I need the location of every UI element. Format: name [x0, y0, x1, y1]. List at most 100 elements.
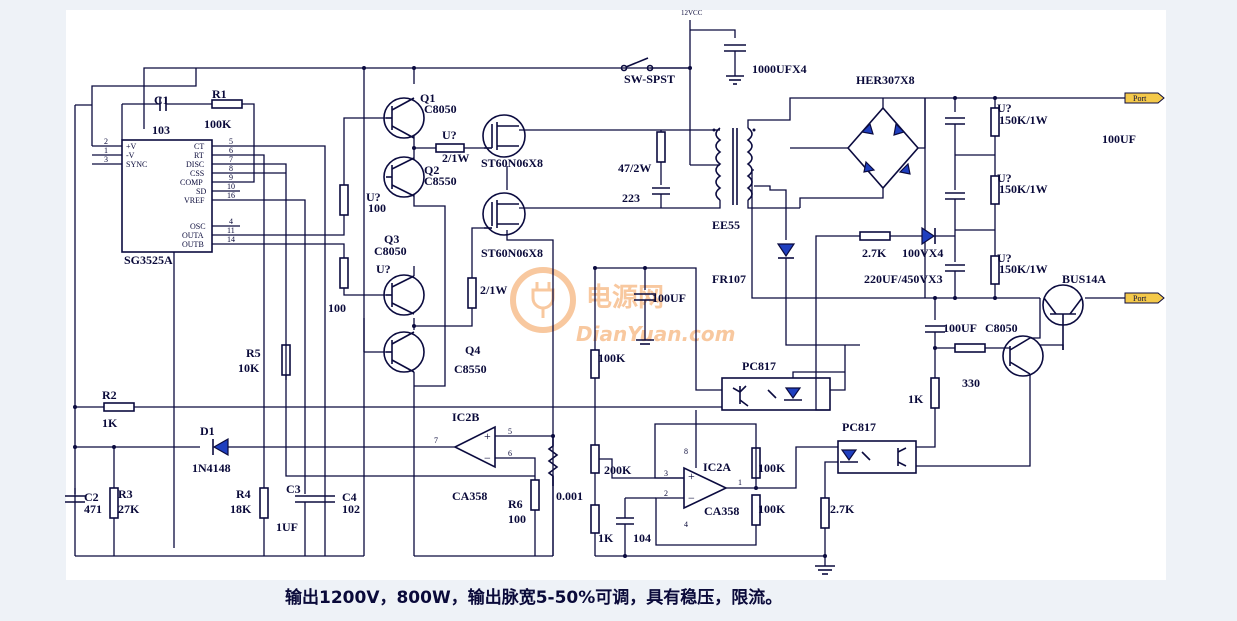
- optocoupler-pc817-bottom: [837, 440, 917, 474]
- label-ic2b-pin7: 7: [434, 436, 438, 445]
- label-uq-a: U?: [366, 190, 381, 204]
- ic1-pin-14: 14: [227, 235, 235, 244]
- label-ic2a-pin2: 2: [664, 489, 668, 498]
- label-cap-100uf-right: 100UF: [1102, 132, 1136, 146]
- label-port-bottom: Port: [1133, 294, 1147, 303]
- label-d1-part: 1N4148: [192, 461, 231, 475]
- ic1-pin-name-disc: DISC: [186, 160, 204, 169]
- label-r1: R1: [212, 87, 227, 101]
- transistor-q3: [383, 274, 425, 316]
- label-diode-fr107: FR107: [712, 272, 746, 286]
- svg-text:+: +: [484, 429, 491, 443]
- label-c4-value: 102: [342, 502, 360, 516]
- transistor-bus14a: [1042, 284, 1084, 350]
- ic1-right-pins: 5 6 7 8 9 10 16 4 11 14 CT RT DISC CSS C…: [180, 137, 240, 249]
- label-ic2a-pin4: 4: [684, 520, 688, 529]
- label-ic2b-pin6: 6: [508, 449, 512, 458]
- label-r-0001: 0.001: [556, 489, 583, 503]
- label-uq-r-value: 2/1W: [442, 151, 469, 165]
- label-ic2b-pin5: 5: [508, 427, 512, 436]
- label-u1-value: 150K/1W: [999, 113, 1048, 127]
- label-bus14a: BUS14A: [1062, 272, 1106, 286]
- label-mosfet-2: ST60N06X8: [481, 246, 543, 260]
- ic1-pin-name-vplus: +V: [126, 142, 137, 151]
- label-r3-value: 27K: [118, 502, 140, 516]
- mosfet-m2: [482, 192, 526, 236]
- label-u3: U?: [997, 251, 1012, 265]
- label-cap-220uf: 220UF/450VX3: [864, 272, 943, 286]
- diode-fr107: [776, 243, 796, 259]
- component-labels: C1 103 R1 100K Q1 C8050 Q2 C8550 Q3 C805…: [84, 9, 1147, 545]
- label-u3-value: 150K/1W: [999, 262, 1048, 276]
- output-port-top: [1124, 92, 1165, 104]
- label-switch: SW-SPST: [624, 72, 675, 86]
- label-r-1k-b: 1K: [598, 531, 614, 545]
- label-c2-value: 471: [84, 502, 102, 516]
- transformer-ee55: [712, 127, 756, 205]
- ground-top: [726, 75, 744, 85]
- label-q4-part: C8550: [454, 362, 487, 376]
- opamp-ic2b: + −: [453, 425, 496, 469]
- ic1-pin-10: 10: [227, 182, 235, 191]
- label-ic2a-pin3: 3: [664, 469, 668, 478]
- label-ic2a: IC2A: [703, 460, 731, 474]
- transistor-c8050-driver: [1002, 335, 1044, 377]
- label-c8050-right: C8050: [985, 321, 1018, 335]
- ic1-pin-name-ct: CT: [194, 142, 204, 151]
- label-r5-value: 10K: [238, 361, 260, 375]
- output-port-bottom: [1124, 292, 1165, 304]
- drawing-area: [66, 10, 1166, 580]
- label-q1: Q1: [420, 91, 435, 105]
- label-r4-value: 18K: [230, 502, 252, 516]
- label-uq-b: U?: [376, 262, 391, 276]
- label-ic2a-part: CA358: [704, 504, 739, 518]
- label-q3-part: C8050: [374, 244, 407, 258]
- ic1-pin-name-outb: OUTB: [182, 240, 204, 249]
- label-r1-value: 100K: [204, 117, 232, 131]
- transistor-q2: [383, 156, 425, 198]
- watermark: 电源网 DianYuan.com: [510, 267, 735, 346]
- ic1-pin-7: 7: [229, 155, 233, 164]
- ic1-sg3525a: SG3525A 2 1 3 +V -V SYNC 5 6 7 8 9 10 16: [92, 137, 240, 267]
- label-q3: Q3: [384, 232, 399, 246]
- opamp-ic2a: + −: [683, 466, 728, 510]
- ic1-pin-name-css: CSS: [190, 169, 204, 178]
- label-r-2w: 2/1W: [480, 283, 507, 297]
- label-q1-part: C8050: [424, 102, 457, 116]
- caption-text: 输出1200V，800W，输出脉宽5-50%可调，具有稳压，限流。: [285, 587, 782, 608]
- optocoupler-pc817-top: [721, 377, 831, 411]
- ic1-pin-name-osc: OSC: [190, 222, 206, 231]
- ic1-pin-name-outa: OUTA: [182, 231, 204, 240]
- ic1-part: SG3525A: [124, 253, 173, 267]
- ic1-pin-6: 6: [229, 146, 233, 155]
- label-r-330: 330: [962, 376, 980, 390]
- label-uq-b-value: 100: [328, 301, 346, 315]
- ic1-pin-name-vminus: -V: [126, 151, 135, 160]
- label-r-100k-c: 100K: [758, 502, 786, 516]
- wiring: + −: [65, 20, 1125, 575]
- ic1-pin-name-comp: COMP: [180, 178, 203, 187]
- label-pc817-top: PC817: [742, 359, 776, 373]
- label-r6: R6: [508, 497, 523, 511]
- label-ic2b: IC2B: [452, 410, 479, 424]
- transistor-q1: [383, 97, 425, 139]
- label-bridge: HER307X8: [856, 73, 915, 87]
- label-r-100k-a: 100K: [598, 351, 626, 365]
- label-c2: C2: [84, 490, 99, 504]
- label-r-2k7-top: 2.7K: [862, 246, 887, 260]
- label-vcc: 12VCC: [681, 9, 703, 17]
- label-u1: U?: [997, 101, 1012, 115]
- label-cap-100uf-mid2: 100UF: [943, 321, 977, 335]
- ic1-pin-5: 5: [229, 137, 233, 146]
- label-q2-part: C8550: [424, 174, 457, 188]
- svg-text:−: −: [484, 451, 491, 465]
- label-ic2b-part: CA358: [452, 489, 487, 503]
- label-r-2k7-bottom: 2.7K: [830, 502, 855, 516]
- ic1-pin-3: 3: [104, 155, 108, 164]
- label-q2: Q2: [424, 163, 439, 177]
- label-r4: R4: [236, 487, 251, 501]
- ic1-pin-2: 2: [104, 137, 108, 146]
- label-c1-value: 103: [152, 123, 170, 137]
